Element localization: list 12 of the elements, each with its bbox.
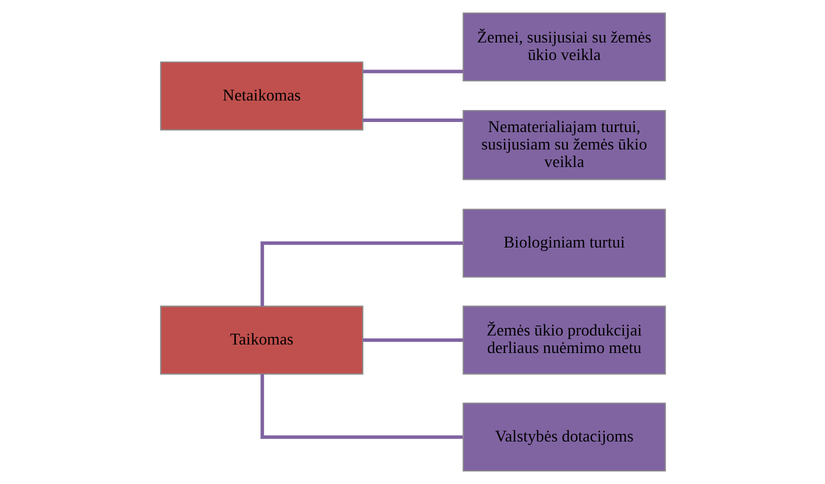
connector bbox=[362, 118, 463, 122]
connector bbox=[260, 241, 462, 306]
node-box: Nematerialiajam turtui, susijusiam su žemės ūkio veikla bbox=[462, 110, 666, 180]
connector bbox=[260, 374, 462, 439]
node-box: Biologiniam turtui bbox=[462, 208, 666, 278]
node-box: Taikomas bbox=[160, 306, 363, 375]
connector bbox=[362, 70, 463, 74]
connector bbox=[362, 338, 463, 342]
node-box: Netaikomas bbox=[160, 62, 363, 130]
node-box: Valstybės dotacijoms bbox=[462, 402, 666, 472]
node-box: Žemei, susijusiai su žemės ūkio veikla bbox=[462, 12, 666, 82]
node-box: Žemės ūkio produkcijai derliaus nuėmimo metu bbox=[462, 306, 666, 375]
